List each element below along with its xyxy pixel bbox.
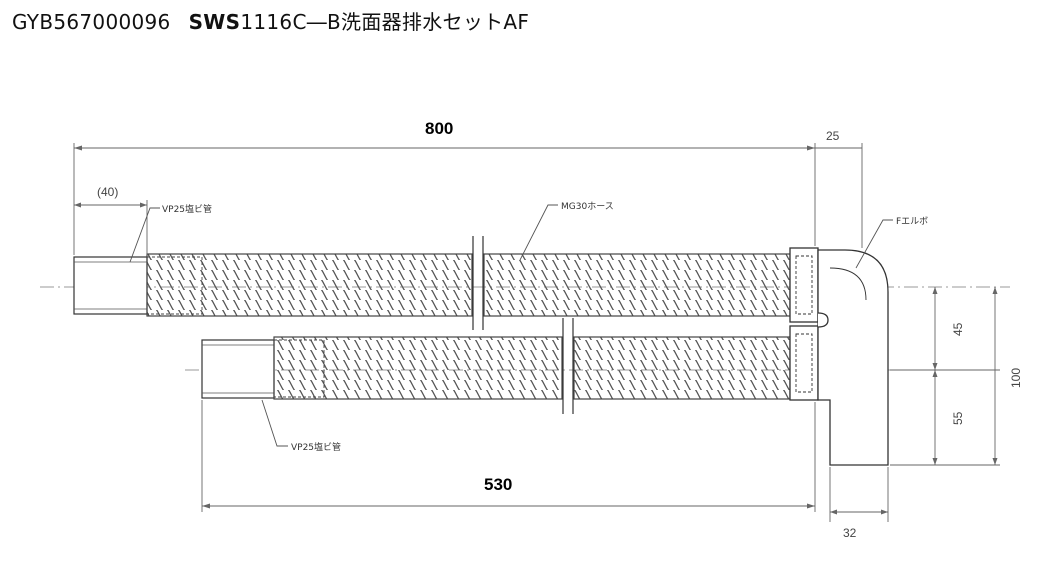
- model-prefix: SWS: [188, 10, 241, 34]
- hose-lower-left: [273, 336, 563, 400]
- elbow-collar-upper: [789, 247, 819, 323]
- vp25-pipe-upper: [73, 256, 148, 315]
- dimension-530: 530: [484, 475, 512, 494]
- elbow-notch: [817, 312, 829, 328]
- callout-vp25-upper: VP25塩ビ管: [162, 203, 212, 215]
- upper-pipe-assembly: [73, 236, 791, 330]
- elbow-fitting: [789, 247, 889, 466]
- vp25-pipe-lower: [201, 339, 275, 399]
- page-title: GYB567000096 SWS1116C―B洗面器排水セットAF: [12, 6, 529, 35]
- dimension-100: 100: [1009, 368, 1023, 388]
- model-name: 1116C―B洗面器排水セットAF: [240, 10, 530, 34]
- dimension-arrows: [74, 145, 998, 515]
- dimension-32: 32: [843, 526, 857, 540]
- dimension-55: 55: [951, 411, 965, 425]
- hose-upper-right: [483, 253, 791, 317]
- break-mark-lower: [562, 318, 574, 414]
- elbow-collar-lower: [789, 325, 819, 401]
- dimension-800: 800: [425, 119, 453, 138]
- callout-mg30-hose: MG30ホース: [561, 201, 614, 212]
- callout-vp25-lower: VP25塩ビ管: [291, 441, 341, 453]
- hose-upper-left: [146, 253, 473, 317]
- dimension-25: 25: [826, 129, 840, 143]
- elbow-body: [817, 249, 889, 466]
- leader-lines: [129, 204, 893, 447]
- dimension-lines: [73, 143, 1000, 522]
- product-code: GYB567000096: [12, 10, 171, 34]
- lower-pipe-assembly: [201, 318, 791, 414]
- callout-f-elbow: Fエルボ: [896, 216, 928, 227]
- dimension-45: 45: [951, 322, 965, 336]
- dimension-40: (40): [97, 185, 118, 199]
- break-mark-upper: [472, 236, 484, 330]
- hose-lower-right: [573, 336, 791, 400]
